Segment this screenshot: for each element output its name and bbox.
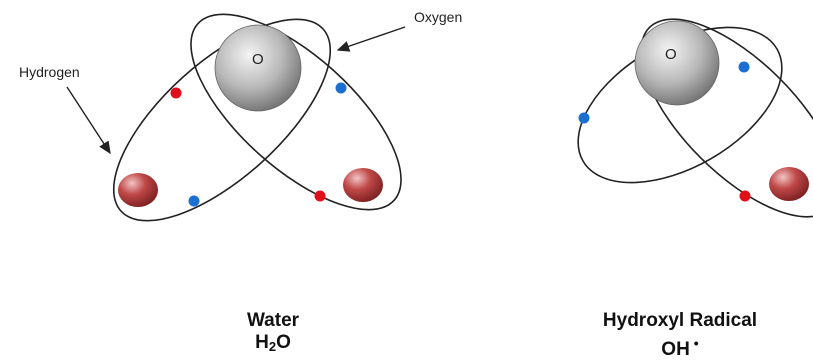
water-orbit-right xyxy=(190,13,402,211)
water-hydrogen-atom-right xyxy=(343,168,383,202)
radical-dot: • xyxy=(693,335,699,351)
water-formula-o: O xyxy=(276,332,291,353)
electron-red xyxy=(739,190,751,202)
oxygen-callout-arrow xyxy=(336,26,406,52)
electron-blue xyxy=(188,195,200,207)
water-molecule: O xyxy=(112,13,402,222)
hydroxyl-formula-oh: OH xyxy=(661,339,690,360)
hydroxyl-hydrogen-atom xyxy=(769,167,809,201)
water-caption: Water H2O xyxy=(218,310,328,358)
electron-blue xyxy=(738,61,750,73)
hydroxyl-caption-name: Hydroxyl Radical xyxy=(602,310,758,331)
hydrogen-callout-label: Hydrogen xyxy=(19,64,80,80)
water-formula: H2O xyxy=(218,332,328,358)
electron-red xyxy=(170,87,182,99)
hydroxyl-orbit-right xyxy=(640,18,813,218)
hydroxyl-molecule: O xyxy=(577,18,813,218)
water-formula-subscript: 2 xyxy=(268,339,277,354)
water-formula-h: H xyxy=(255,332,269,353)
hydroxyl-oxygen-label: O xyxy=(665,46,677,63)
hydroxyl-caption: Hydroxyl Radical OH• xyxy=(570,310,790,361)
water-oxygen-label: O xyxy=(252,51,264,68)
electron-blue xyxy=(578,112,590,124)
hydroxyl-oxygen-atom xyxy=(634,20,720,106)
electron-red xyxy=(314,190,326,202)
oxygen-callout-label: Oxygen xyxy=(414,9,462,25)
water-caption-name: Water xyxy=(246,310,300,331)
hydroxyl-formula: OH• xyxy=(570,332,790,361)
water-hydrogen-atom-left xyxy=(118,173,158,207)
water-orbit-left xyxy=(112,18,332,222)
electron-blue xyxy=(335,82,347,94)
hydrogen-callout-arrow xyxy=(66,86,111,155)
water-oxygen-atom xyxy=(214,24,302,112)
